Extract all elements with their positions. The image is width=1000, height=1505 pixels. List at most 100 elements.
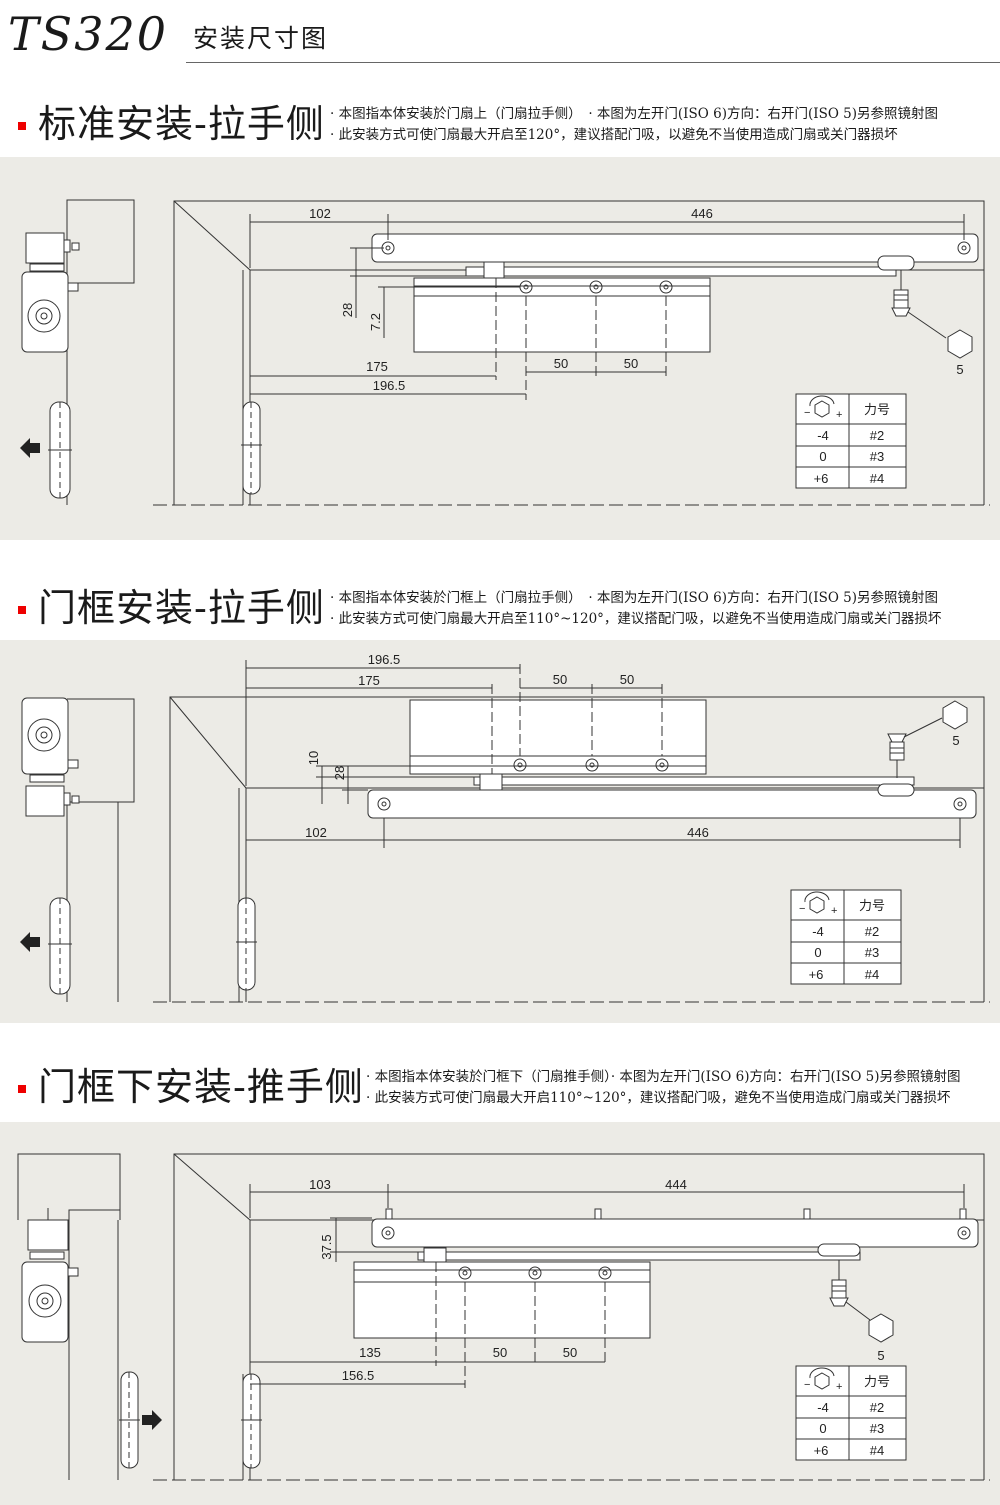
section-notes: · 本图指本体安装於门框上（门扇拉手侧） · 本图为左开门(ISO 6)方向：右… xyxy=(330,588,941,630)
closer-body xyxy=(413,277,711,400)
note-line: · 本图指本体安装於门扇上（门扇拉手侧） · 本图为左开门(ISO 6)方向：右… xyxy=(330,106,939,122)
closer-arm xyxy=(367,773,977,819)
closer-arm xyxy=(371,1208,979,1263)
dim-label: 175 xyxy=(366,359,388,374)
hex-adjust-icon xyxy=(809,896,825,914)
dimension-lines xyxy=(249,1184,965,1385)
arrow-left-icon xyxy=(20,932,40,952)
adjust-screw xyxy=(887,700,968,778)
table-header: 力号 xyxy=(859,898,885,913)
section-title: 门框下安装-推手侧 xyxy=(38,1065,364,1109)
svg-text:+: + xyxy=(836,1381,842,1393)
dim-label: 37.5 xyxy=(319,1234,334,1259)
section-bullet xyxy=(18,122,26,130)
diagram-panel-1: 102 446 28 7.2 175 196.5 50 50 5 − + 力号 … xyxy=(0,157,1000,540)
svg-text:−: − xyxy=(804,407,810,419)
dim-label: 28 xyxy=(332,766,347,780)
header-divider xyxy=(186,62,1000,63)
diagram-panel-3: 103 444 37.5 135 156.5 50 50 5 − + 力号 -4… xyxy=(0,1122,1000,1505)
dim-label: 444 xyxy=(665,1177,687,1192)
table-cell: #3 xyxy=(865,945,879,960)
table-cell: -4 xyxy=(817,1400,829,1415)
dim-label: 446 xyxy=(687,825,709,840)
table-header: 力号 xyxy=(864,1374,890,1389)
dim-label: 10 xyxy=(306,751,321,765)
svg-text:−: − xyxy=(799,903,805,915)
dim-label: 196.5 xyxy=(373,378,406,393)
door-frame xyxy=(153,696,990,1003)
diagram-panel-2: 196.5 175 50 50 10 28 102 446 5 − + 力号 -… xyxy=(0,640,1000,1023)
section-bullet xyxy=(18,1085,26,1093)
dimension-lines xyxy=(245,660,961,848)
hex-key-icon xyxy=(947,329,973,359)
dim-label: 102 xyxy=(309,206,331,221)
table-header: 力号 xyxy=(864,402,890,417)
closer-body xyxy=(409,664,707,790)
table-cell: #2 xyxy=(870,1400,884,1415)
hex-size-label: 5 xyxy=(952,733,959,748)
dim-label: 50 xyxy=(554,356,568,371)
page-header: TS320 安装尺寸图 xyxy=(0,0,1000,70)
section-title: 门框安装-拉手侧 xyxy=(38,586,325,630)
section-1-heading: 标准安装-拉手侧 · 本图指本体安装於门扇上（门扇拉手侧） · 本图为左开门(I… xyxy=(0,100,1000,160)
dim-label: 7.2 xyxy=(368,313,383,331)
section-3-heading: 门框下安装-推手侧 · 本图指本体安装於门框下（门扇推手侧）· 本图为左开门(I… xyxy=(0,1063,1000,1123)
spring-force-table: − + 力号 -4 #2 0 #3 +6 #4 xyxy=(795,1365,907,1461)
table-cell: #3 xyxy=(870,449,884,464)
model-number: TS320 xyxy=(8,7,168,61)
side-view xyxy=(20,199,135,505)
dim-label: 102 xyxy=(305,825,327,840)
hex-key-icon xyxy=(868,1313,894,1343)
table-cell: #4 xyxy=(870,1443,884,1458)
hex-size-label: 5 xyxy=(956,362,963,377)
dim-label: 50 xyxy=(493,1345,507,1360)
table-cell: +6 xyxy=(814,1443,829,1458)
arrow-right-icon xyxy=(142,1410,162,1430)
note-line: · 此安装方式可使门扇最大开启110°~120°，建议搭配门吸，避免不当使用造成… xyxy=(366,1090,951,1106)
dim-label: 156.5 xyxy=(342,1368,375,1383)
install-diagram-3: 103 444 37.5 135 156.5 50 50 5 − + 力号 -4… xyxy=(17,1153,990,1481)
note-line: · 本图指本体安装於门框下（门扇推手侧）· 本图为左开门(ISO 6)方向：右开… xyxy=(366,1069,961,1085)
dim-label: 446 xyxy=(691,206,713,221)
hex-key-icon xyxy=(942,700,968,730)
note-line: · 此安装方式可使门扇最大开启至110°~120°，建议搭配门吸，以避免不当使用… xyxy=(330,611,942,627)
hex-adjust-icon xyxy=(814,400,830,418)
dim-label: 196.5 xyxy=(368,652,401,667)
table-cell: 0 xyxy=(819,1421,826,1436)
table-cell: #2 xyxy=(870,428,884,443)
adjust-screw xyxy=(829,1260,894,1343)
table-cell: #3 xyxy=(870,1421,884,1436)
note-line: · 本图指本体安装於门框上（门扇拉手侧） · 本图为左开门(ISO 6)方向：右… xyxy=(330,590,939,606)
hex-adjust-icon xyxy=(814,1372,830,1390)
dim-label: 50 xyxy=(553,672,567,687)
dim-label: 28 xyxy=(340,303,355,317)
section-2-heading: 门框安装-拉手侧 · 本图指本体安装於门框上（门扇拉手侧） · 本图为左开门(I… xyxy=(0,584,1000,644)
dim-label: 50 xyxy=(563,1345,577,1360)
table-cell: #4 xyxy=(870,471,884,486)
svg-text:+: + xyxy=(836,409,842,421)
side-view xyxy=(17,1153,162,1480)
closer-arm xyxy=(371,233,979,279)
table-cell: +6 xyxy=(809,967,824,982)
side-view xyxy=(20,697,135,1002)
section-title: 标准安装-拉手侧 xyxy=(38,102,325,146)
table-cell: +6 xyxy=(814,471,829,486)
section-bullet xyxy=(18,606,26,614)
dimension-lines xyxy=(249,214,965,395)
install-diagram-1: 102 446 28 7.2 175 196.5 50 50 5 − + 力号 … xyxy=(20,199,990,506)
note-line: · 此安装方式可使门扇最大开启至120°，建议搭配门吸，以避免不当使用造成门扇或… xyxy=(330,127,898,143)
section-notes: · 本图指本体安装於门框下（门扇推手侧）· 本图为左开门(ISO 6)方向：右开… xyxy=(366,1067,961,1109)
dim-label: 103 xyxy=(309,1177,331,1192)
closer-body xyxy=(353,1261,651,1388)
table-cell: -4 xyxy=(817,428,829,443)
spring-force-table: − + 力号 -4 #2 0 #3 +6 #4 xyxy=(795,393,907,489)
table-cell: #4 xyxy=(865,967,879,982)
hex-size-label: 5 xyxy=(877,1348,884,1363)
table-cell: 0 xyxy=(814,945,821,960)
page-subtitle: 安装尺寸图 xyxy=(193,24,329,53)
dim-label: 50 xyxy=(620,672,634,687)
install-diagram-2: 196.5 175 50 50 10 28 102 446 5 − + 力号 -… xyxy=(20,652,990,1003)
section-notes: · 本图指本体安装於门扇上（门扇拉手侧） · 本图为左开门(ISO 6)方向：右… xyxy=(330,104,938,146)
table-cell: #2 xyxy=(865,924,879,939)
adjust-screw xyxy=(891,270,973,359)
